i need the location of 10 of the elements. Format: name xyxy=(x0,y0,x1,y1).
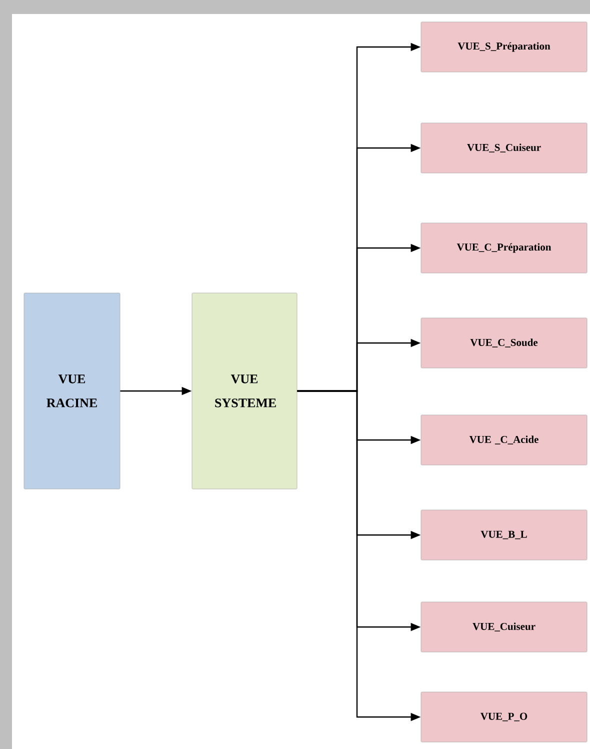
view-box: VUE_S_Cuiseur xyxy=(420,122,588,174)
view-box: VUE_B_L xyxy=(420,510,588,560)
view-box: VUE_C_Préparation xyxy=(420,222,588,274)
view-box: VUE_Cuiseur xyxy=(420,602,588,652)
view-box: VUE_S_Préparation xyxy=(420,22,588,72)
view-box: VUE_P_O xyxy=(420,692,588,742)
view-box: VUE_C_Soude xyxy=(420,318,588,368)
system-box: VUE SYSTEME xyxy=(192,292,298,490)
root-box: VUE RACINE xyxy=(24,292,120,490)
view-box: VUE _C_Acide xyxy=(420,414,588,466)
